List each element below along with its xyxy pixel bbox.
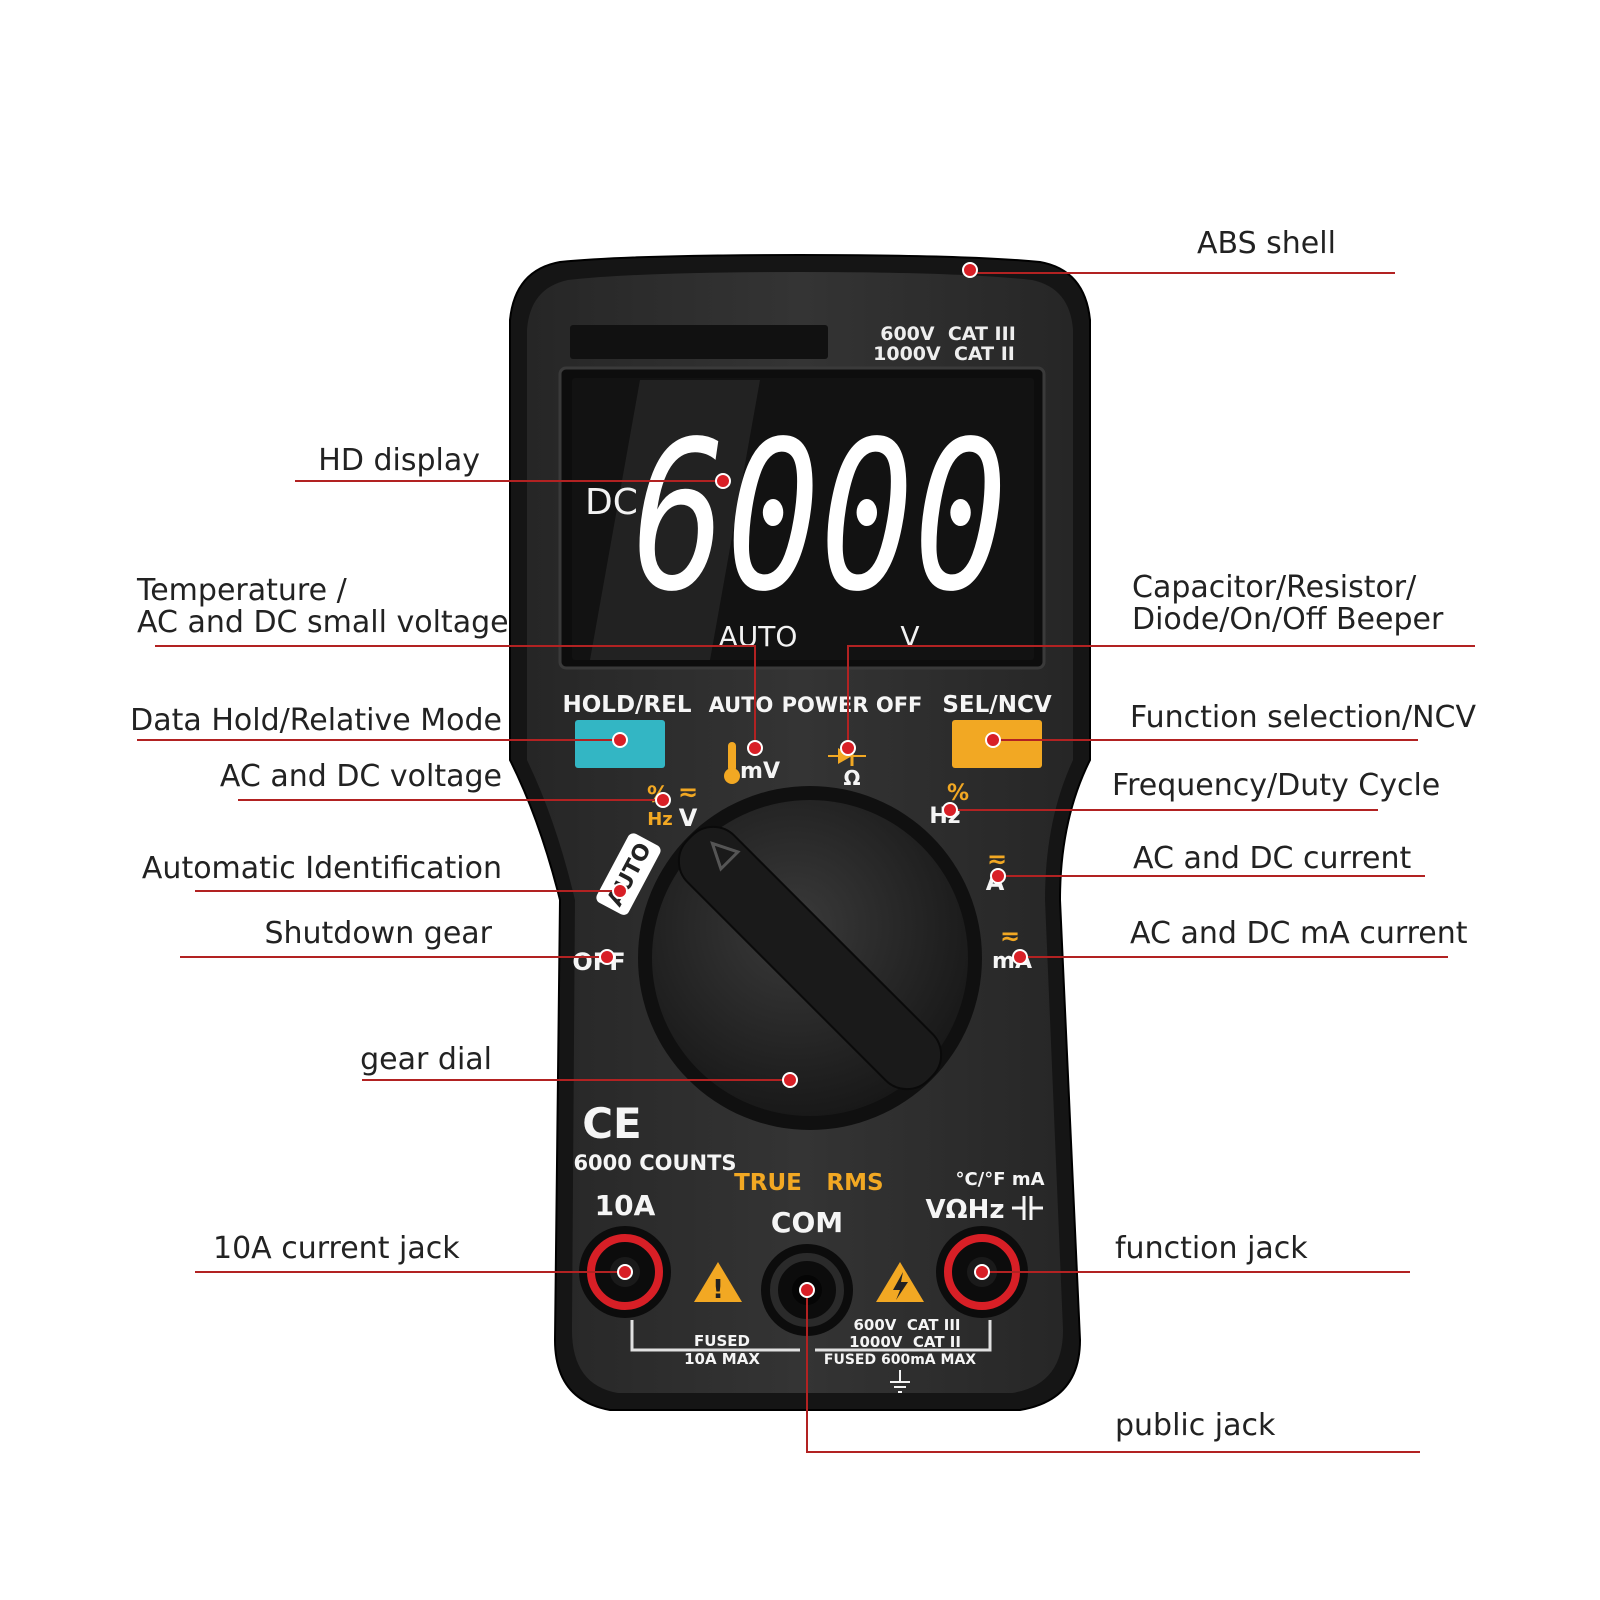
true-label: TRUE xyxy=(734,1170,802,1196)
counts-label: 6000 COUNTS xyxy=(573,1151,736,1175)
warning-icon: ! xyxy=(694,1262,742,1305)
callout-ac-dc-current: AC and DC current xyxy=(1133,841,1412,876)
display-glare xyxy=(590,380,760,660)
callout-function-jack: function jack xyxy=(1115,1231,1308,1266)
display-mode: DC xyxy=(585,482,638,523)
dial-label-pct-right: % xyxy=(947,781,969,806)
display-unit: V xyxy=(900,620,919,653)
ground-icon xyxy=(890,1370,910,1393)
callout-shutdown: Shutdown gear xyxy=(264,916,492,951)
top-slot xyxy=(570,325,828,359)
dial-label-hz-left: Hz xyxy=(647,809,673,830)
callout-capacitor-line2: Diode/On/Off Beeper xyxy=(1132,602,1444,637)
callout-capacitor: Capacitor/Resistor/ Diode/On/Off Beeper xyxy=(1132,572,1443,636)
sel-ncv-label: SEL/NCV xyxy=(942,692,1051,718)
fused-right-1: 600V CAT III xyxy=(853,1316,960,1334)
dial-label-off: OFF xyxy=(572,948,625,976)
callout-gear-dial: gear dial xyxy=(360,1042,492,1077)
callout-10a-jack: 10A current jack xyxy=(213,1231,460,1266)
high-voltage-icon xyxy=(876,1262,924,1302)
fused-left-1: FUSED xyxy=(694,1332,750,1350)
fused-right-2: 1000V CAT II xyxy=(849,1333,961,1351)
auto-label: AUTO xyxy=(709,693,774,717)
rating-top: 600V CAT III xyxy=(880,323,1016,345)
callout-frequency: Frequency/Duty Cycle xyxy=(1112,768,1441,803)
display-range: AUTO xyxy=(719,620,798,653)
rms-label: RMS xyxy=(826,1170,883,1196)
jack-label-func: VΩHz xyxy=(925,1195,1004,1225)
leader-temperature xyxy=(155,645,756,748)
callout-temperature: Temperature / AC and DC small voltage xyxy=(137,575,509,639)
ac-dc-wave-icon-ma: ≂ xyxy=(1000,922,1020,950)
ac-dc-wave-icon-a: ≂ xyxy=(987,845,1007,873)
fused-right-3: FUSED 600mA MAX xyxy=(824,1352,976,1368)
callout-hd-display: HD display xyxy=(318,443,480,478)
display-reading: 6000 xyxy=(633,397,1008,637)
fused-left-2: 10A MAX xyxy=(684,1350,760,1368)
leader-public-jack xyxy=(806,1290,1420,1453)
callout-temperature-line1: Temperature / xyxy=(137,573,347,608)
power-off-label: POWER OFF xyxy=(782,693,923,717)
capacitor-icon xyxy=(1012,1196,1043,1220)
display-screen xyxy=(572,378,1034,660)
callout-public-jack: public jack xyxy=(1115,1408,1276,1443)
callout-ac-dc-voltage: AC and DC voltage xyxy=(219,759,502,794)
leader-capacitor xyxy=(847,645,1475,748)
jack-label-10a: 10A xyxy=(595,1189,656,1222)
dial-pointer xyxy=(677,825,943,1091)
ce-mark: CE xyxy=(582,1099,642,1148)
dial-label-ohm: Ω xyxy=(843,766,860,790)
callout-abs-shell: ABS shell xyxy=(1197,226,1336,261)
rating-bottom: 1000V CAT II xyxy=(873,343,1015,365)
dial-label-v: V xyxy=(679,804,698,832)
leader-dots xyxy=(599,262,1028,1298)
jack-label-com: COM xyxy=(771,1206,843,1239)
callout-ac-dc-ma: AC and DC mA current xyxy=(1130,916,1468,951)
fuse-bracket xyxy=(630,1320,992,1352)
callout-auto-id: Automatic Identification xyxy=(141,851,502,886)
callout-function-sel: Function selection/NCV xyxy=(1130,700,1476,735)
callout-temperature-line2: AC and DC small voltage xyxy=(137,605,509,640)
callout-data-hold: Data Hold/Relative Mode xyxy=(130,703,502,738)
callout-capacitor-line1: Capacitor/Resistor/ xyxy=(1132,570,1417,605)
jack-label-func-top: °C/°F mA xyxy=(955,1169,1044,1190)
thermometer-icon xyxy=(724,742,740,784)
ac-dc-wave-icon: ≂ xyxy=(678,778,698,806)
svg-text:!: ! xyxy=(712,1275,724,1305)
hold-rel-label: HOLD/REL xyxy=(562,692,691,718)
leader-lines xyxy=(137,272,1475,1453)
dial-label-mv: mV xyxy=(740,759,780,784)
